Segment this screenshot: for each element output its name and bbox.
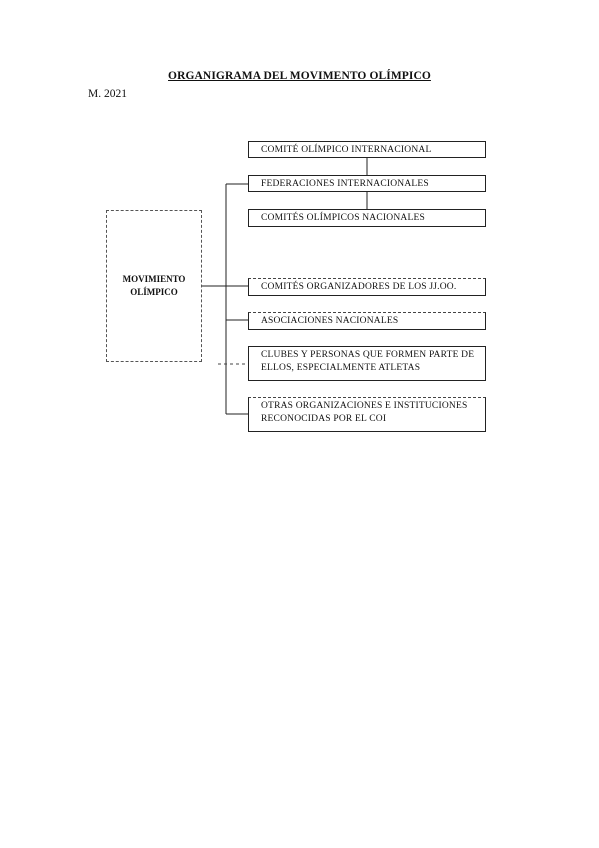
node-asociaciones-nacionales: ASOCIACIONES NACIONALES — [248, 312, 486, 330]
node-comites-organizadores: COMITÉS ORGANIZADORES DE LOS JJ.OO. — [248, 278, 486, 296]
node-con-label: COMITÉS OLÍMPICOS NACIONALES — [261, 213, 425, 223]
node-an-label: ASOCIACIONES NACIONALES — [261, 316, 399, 326]
node-comites-olimpicos-nacionales: COMITÉS OLÍMPICOS NACIONALES — [248, 209, 486, 227]
root-node-movimiento-olimpico: MOVIMIENTO OLÍMPICO — [106, 210, 202, 362]
node-federaciones-internacionales: FEDERACIONES INTERNACIONALES — [248, 175, 486, 192]
node-coi-label: COMITÉ OLÍMPICO INTERNACIONAL — [261, 145, 432, 155]
node-clubes-label: CLUBES Y PERSONAS QUE FORMEN PARTE DE EL… — [261, 350, 475, 373]
node-coi: COMITÉ OLÍMPICO INTERNACIONAL — [248, 141, 486, 158]
root-node-label: MOVIMIENTO OLÍMPICO — [122, 272, 186, 300]
node-fi-label: FEDERACIONES INTERNACIONALES — [261, 179, 429, 189]
node-coj-label: COMITÉS ORGANIZADORES DE LOS JJ.OO. — [261, 282, 457, 292]
node-otras-label: OTRAS ORGANIZACIONES E INSTITUCIONES REC… — [261, 401, 468, 424]
document-date: M. 2021 — [88, 88, 127, 100]
node-otras-organizaciones: OTRAS ORGANIZACIONES E INSTITUCIONES REC… — [248, 397, 486, 432]
page-title: ORGANIGRAMA DEL MOVIMENTO OLÍMPICO — [168, 70, 431, 82]
node-clubes-y-personas: CLUBES Y PERSONAS QUE FORMEN PARTE DE EL… — [248, 346, 486, 381]
